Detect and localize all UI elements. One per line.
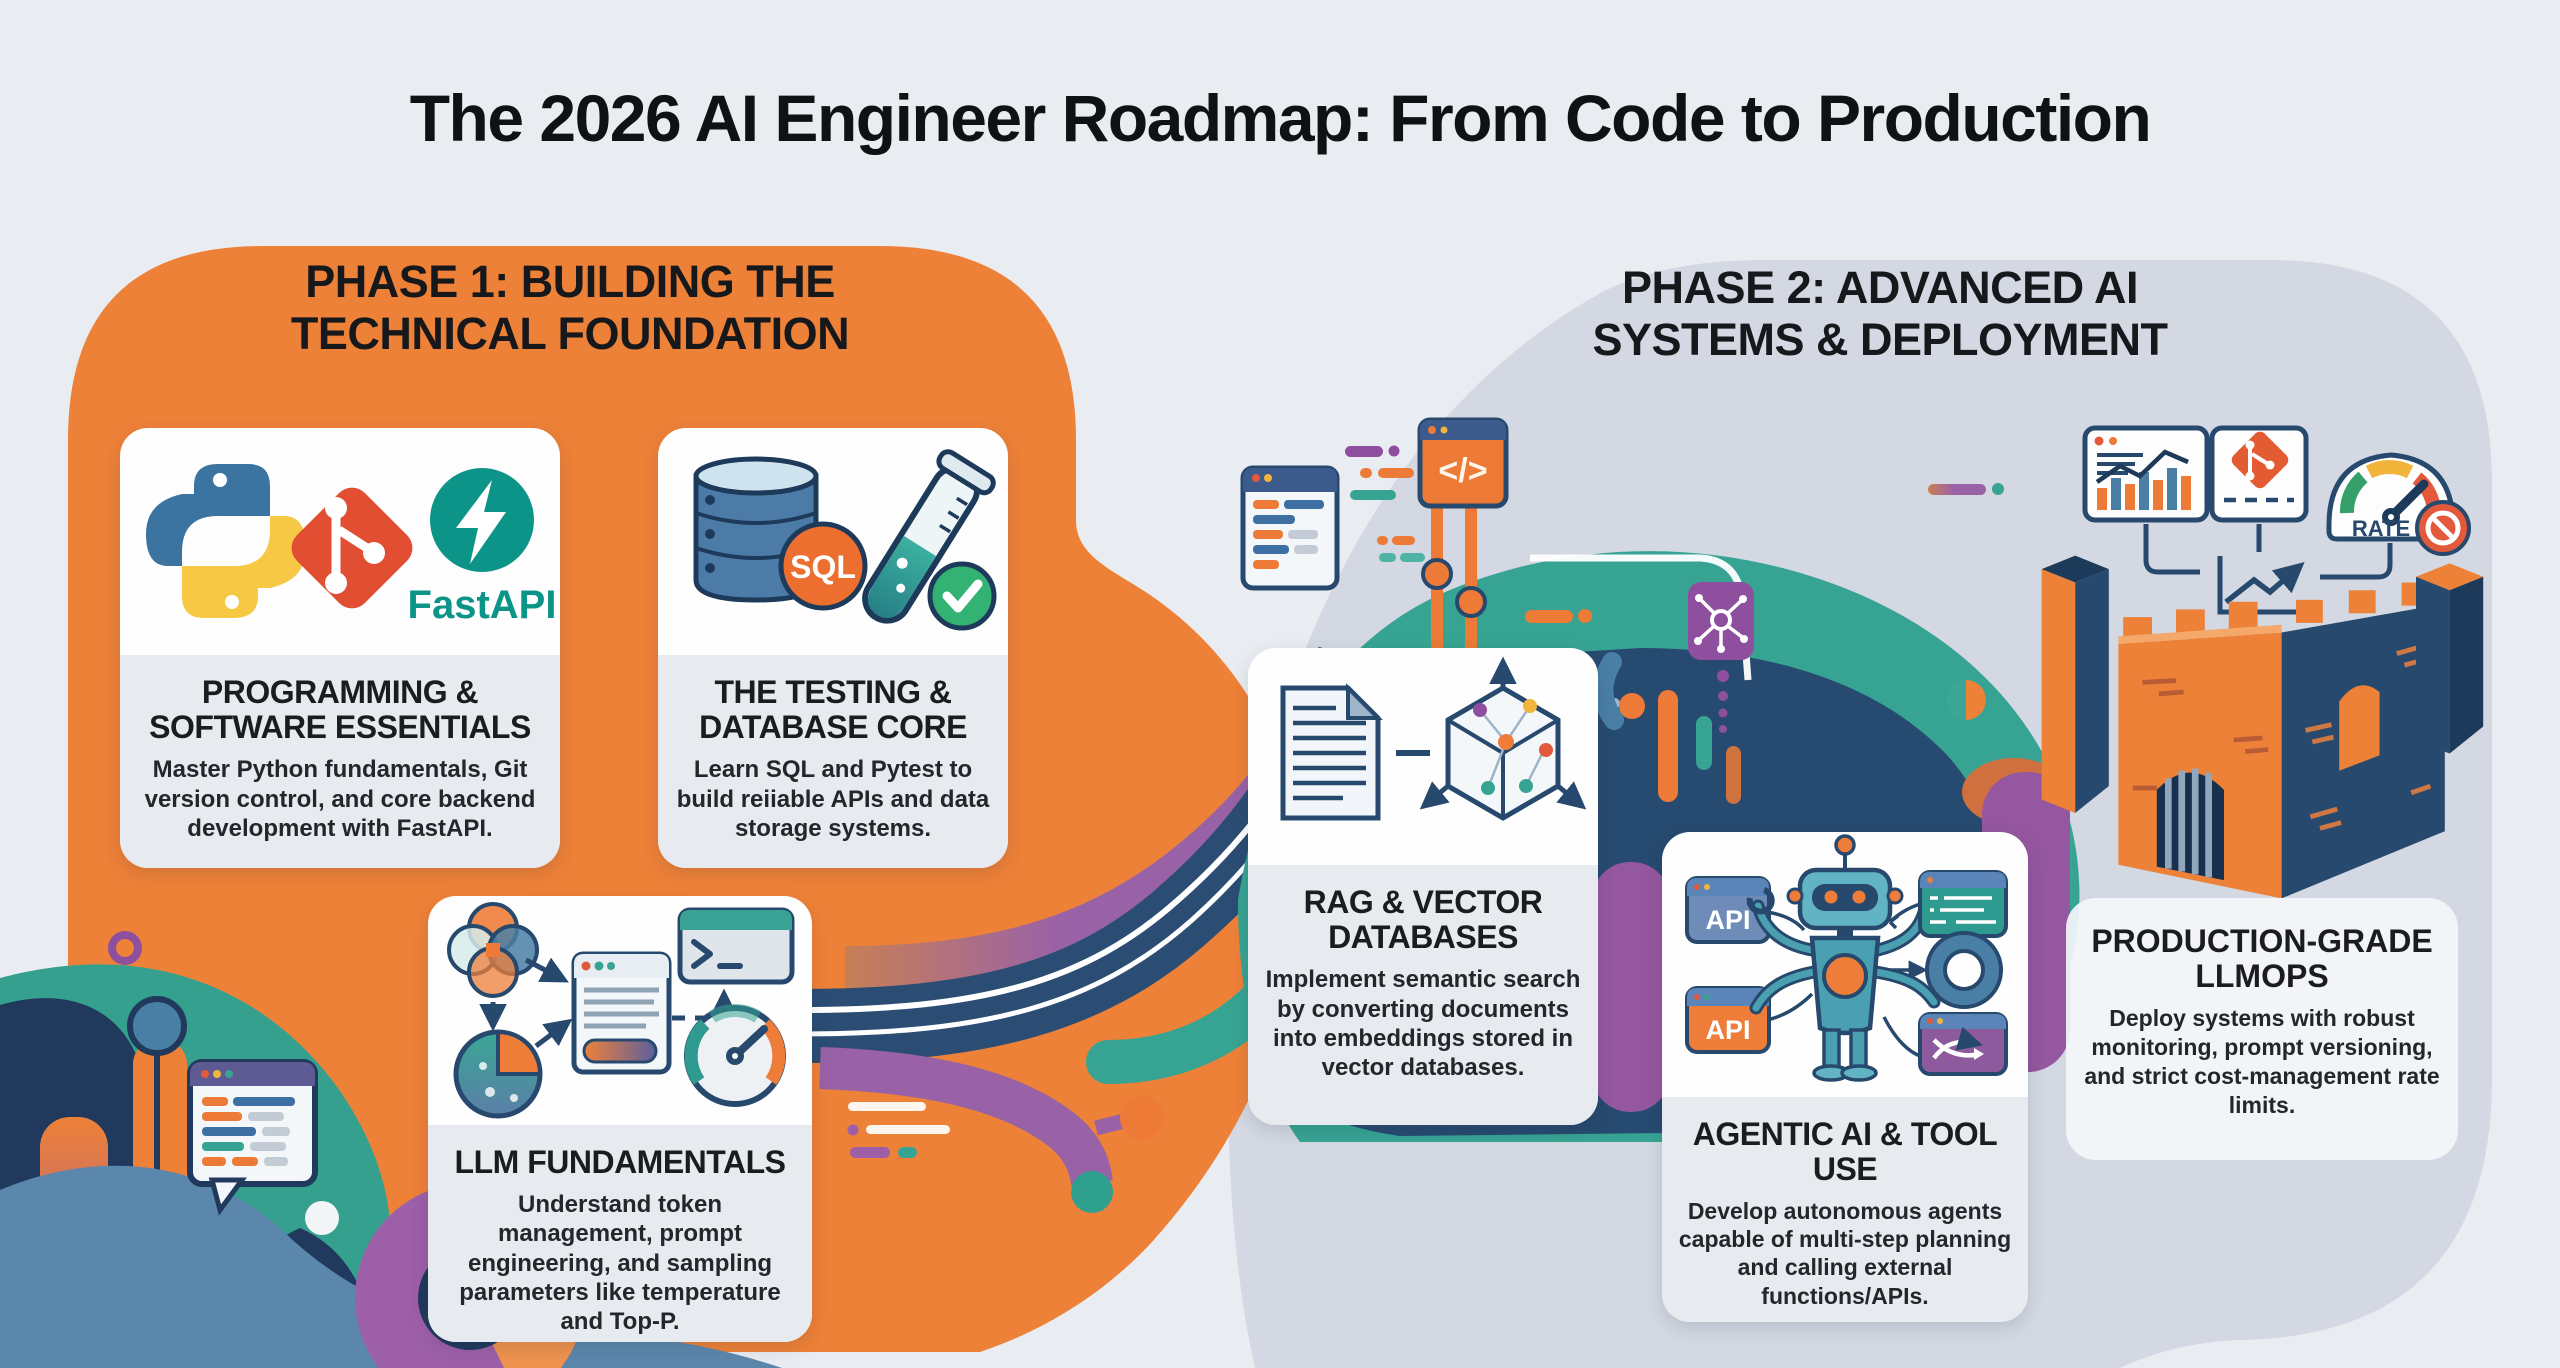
card-description: Deploy systems with robust monitoring, p… xyxy=(2084,1005,2440,1118)
purple-ring xyxy=(108,931,142,965)
card-rag-vector-databases: RAG & VECTOR DATABASES Implement semanti… xyxy=(1248,648,1598,1125)
card-description: Implement semantic search by converting … xyxy=(1265,966,1581,1082)
venn-diagram-icon xyxy=(447,902,539,998)
python-icon xyxy=(146,464,306,618)
sql-label: SQL xyxy=(790,549,856,585)
monitoring-window-icon xyxy=(2082,425,2210,523)
sql-badge: SQL xyxy=(778,521,868,611)
rate-label: RATE xyxy=(2352,516,2410,541)
page-title: The 2026 AI Engineer Roadmap: From Code … xyxy=(409,81,2152,156)
vector-cube-icon xyxy=(1419,656,1587,821)
ops-connector-lines xyxy=(2143,524,2393,580)
git-icon xyxy=(291,487,413,609)
card-title: RAG & VECTOR DATABASES xyxy=(1303,884,1543,956)
card-agentic-ai-tool-use: API API xyxy=(1662,832,2028,1322)
card-text: RAG & VECTOR DATABASES Implement semanti… xyxy=(1248,865,1598,1125)
terminal-window-teal xyxy=(1918,870,2008,938)
api-window-blue: API xyxy=(1685,876,1771,944)
purple-stub xyxy=(1094,1113,1126,1136)
terminal-window-icon xyxy=(677,907,795,985)
teal-node xyxy=(1071,1171,1113,1213)
phase2-heading: PHASE 2: ADVANCED AI SYSTEMS & DEPLOYMEN… xyxy=(1592,262,2168,366)
circuit-bars xyxy=(1593,652,1741,804)
purple-band-lower xyxy=(819,1047,1113,1187)
arrow-to-browser-2 xyxy=(534,1018,573,1048)
code-browser-window xyxy=(1240,465,1340,591)
orange-blob-text-pills xyxy=(847,1102,950,1158)
card-icon-row xyxy=(1248,648,1598,865)
code-window: </> xyxy=(1417,417,1509,652)
card-title: AGENTIC AI & TOOL USE xyxy=(1692,1116,1998,1188)
arrow-to-browser-1 xyxy=(524,957,569,983)
white-dot xyxy=(305,1201,339,1235)
two-tone-ball xyxy=(1946,680,1986,720)
api-label: API xyxy=(1705,905,1750,935)
fortress-icon xyxy=(2041,555,2484,899)
card-production-grade-llmops: PRODUCTION-GRADE LLMOPS Deploy systems w… xyxy=(2066,898,2458,1160)
pin-circle xyxy=(127,996,187,1056)
check-circle-icon xyxy=(927,561,997,631)
card-description: Learn SQL and Pytest to build reiiable A… xyxy=(676,756,990,842)
card-title: PROGRAMMING & SOFTWARE ESSENTIALS xyxy=(149,674,531,746)
teal-band-stub xyxy=(1086,978,1284,1084)
orange-node xyxy=(1120,1096,1164,1140)
robot-icon xyxy=(1746,834,1941,1082)
card-description: Develop autonomous agents capable of mul… xyxy=(1678,1198,2012,1309)
card-testing-database-core: SQL THE TESTING & DATABASE CORE xyxy=(658,428,1008,868)
card-text: THE TESTING & DATABASE CORE Learn SQL an… xyxy=(658,655,1008,868)
card-description: Master Python fundamentals, Git version … xyxy=(144,756,536,842)
trend-arrow-icon xyxy=(2217,556,2308,615)
purple-blob-left xyxy=(1592,862,1670,1112)
card-title: PRODUCTION-GRADE LLMOPS xyxy=(2091,923,2433,995)
card-title: LLM FUNDAMENTALS xyxy=(454,1144,786,1180)
card-icon-row xyxy=(428,896,812,1125)
purple-dot-column xyxy=(1717,670,1729,733)
card-icon-row: SQL xyxy=(658,428,1008,655)
card-title: THE TESTING & DATABASE CORE xyxy=(699,674,967,746)
network-icon xyxy=(1688,582,1754,660)
api-label: API xyxy=(1705,1015,1750,1045)
card-text: LLM FUNDAMENTALS Understand token manage… xyxy=(428,1125,812,1342)
fastapi-label: FastAPI xyxy=(408,583,557,627)
ring-icon xyxy=(1925,931,2003,1009)
shuffle-window xyxy=(1918,1012,2008,1076)
card-llm-fundamentals: LLM FUNDAMENTALS Understand token manage… xyxy=(428,896,812,1342)
phase1-heading: PHASE 1: BUILDING THE TECHNICAL FOUNDATI… xyxy=(290,256,850,360)
test-tube-icon xyxy=(862,449,996,624)
code-glyph: </> xyxy=(1438,452,1487,490)
chat-code-bubble xyxy=(187,1059,318,1216)
document-icon xyxy=(1280,683,1383,821)
fastapi-icon: FastAPI xyxy=(408,468,557,627)
rate-gauge-icon: RATE xyxy=(2326,452,2471,556)
api-window-orange: API xyxy=(1685,986,1771,1054)
gauge-icon xyxy=(684,1004,786,1107)
card-programming-software-essentials: FastAPI PROGRAMMING & SOFTWARE ESSENTIAL… xyxy=(120,428,560,868)
git-window-icon xyxy=(2209,425,2309,523)
card-description: Understand token management, prompt engi… xyxy=(459,1191,781,1336)
pie-chart-icon xyxy=(453,1029,543,1119)
card-icon-row: API API xyxy=(1662,832,2028,1097)
slate-wave xyxy=(0,1165,782,1368)
browser-window-icon xyxy=(571,951,672,1075)
card-text: AGENTIC AI & TOOL USE Develop autonomous… xyxy=(1662,1097,2028,1322)
card-text: PROGRAMMING & SOFTWARE ESSENTIALS Master… xyxy=(120,655,560,868)
card-icon-row: FastAPI xyxy=(120,428,560,655)
